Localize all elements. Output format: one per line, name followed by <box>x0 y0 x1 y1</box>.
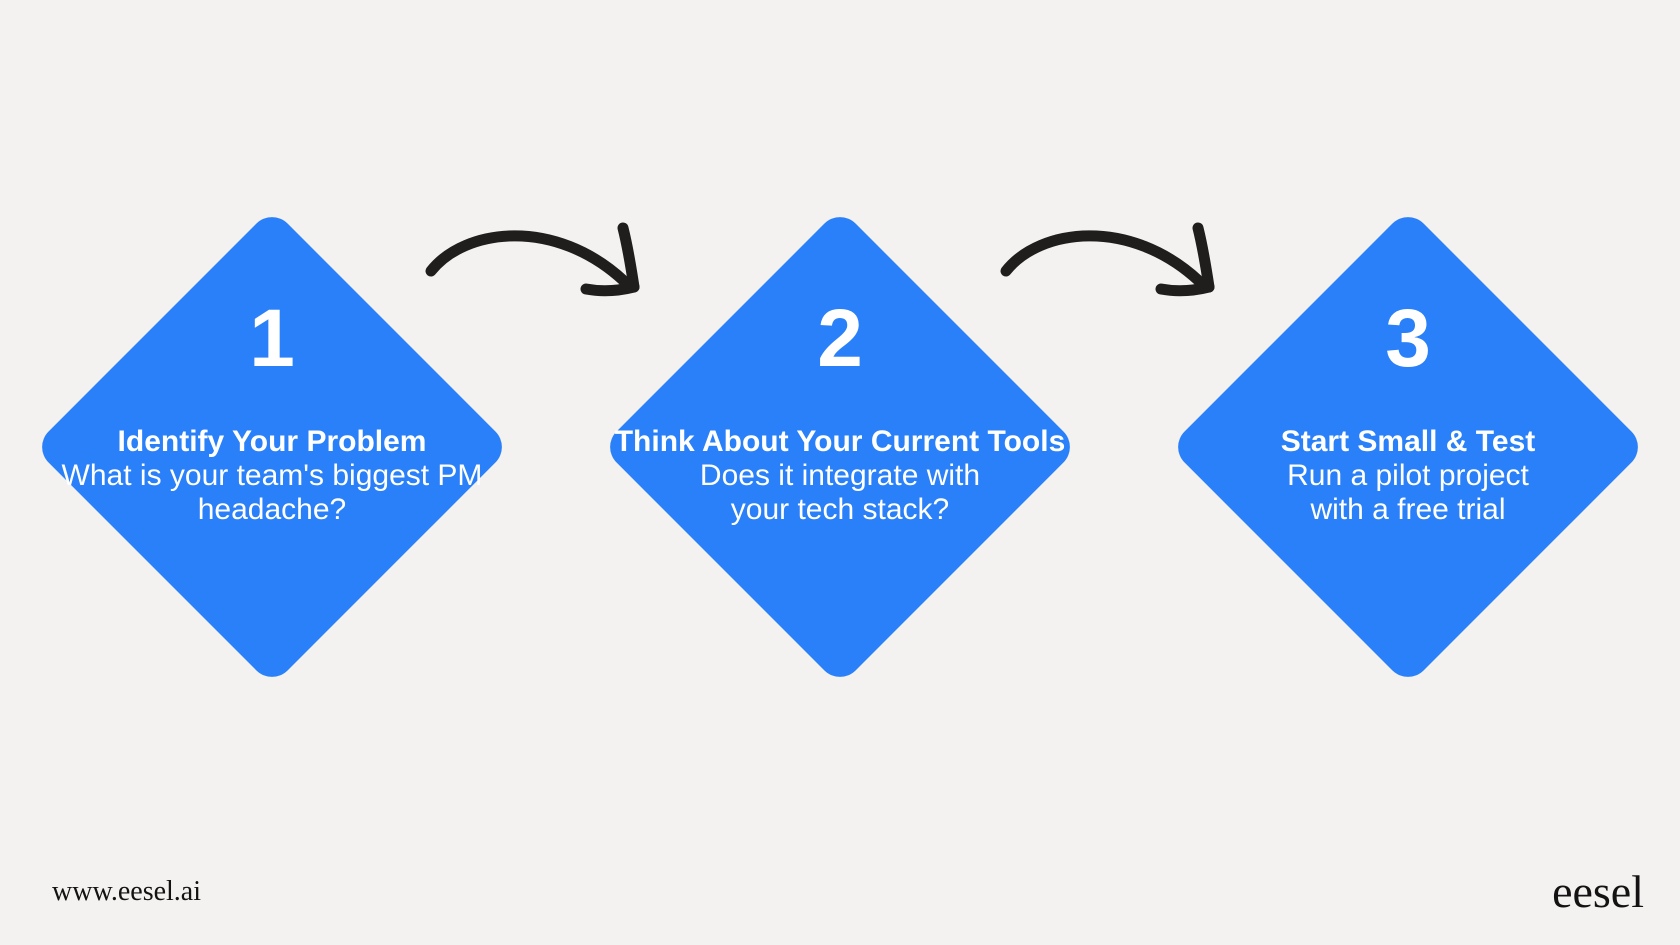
brand-logo: eesel <box>1552 866 1644 917</box>
step-1-desc-line2: headache? <box>197 493 347 526</box>
step-3-title: Start Small & Test <box>1280 425 1536 458</box>
step-2-number: 2 <box>817 293 863 384</box>
website-url: www.eesel.ai <box>52 876 202 907</box>
step-3-number: 3 <box>1385 293 1431 384</box>
step-1-title: Identify Your Problem <box>117 425 427 458</box>
curved-arrow-icon <box>425 222 640 297</box>
step-1-number: 1 <box>249 293 295 384</box>
step-2-title: Think About Your Current Tools <box>614 425 1066 458</box>
step-2-desc-line1: Does it integrate with <box>699 459 981 492</box>
step-3-text: Start Small & Test Run a pilot project w… <box>1128 425 1680 527</box>
step-3-desc-line2: with a free trial <box>1310 493 1506 526</box>
step-2-desc-line2: your tech stack? <box>730 493 950 526</box>
step-1-desc-line1: What is your team's biggest PM <box>61 459 483 492</box>
step-2-text: Think About Your Current Tools Does it i… <box>560 425 1120 527</box>
curved-arrow-icon <box>1000 222 1215 297</box>
step-3-desc-line1: Run a pilot project <box>1287 459 1529 492</box>
step-1-text: Identify Your Problem What is your team'… <box>0 425 552 527</box>
